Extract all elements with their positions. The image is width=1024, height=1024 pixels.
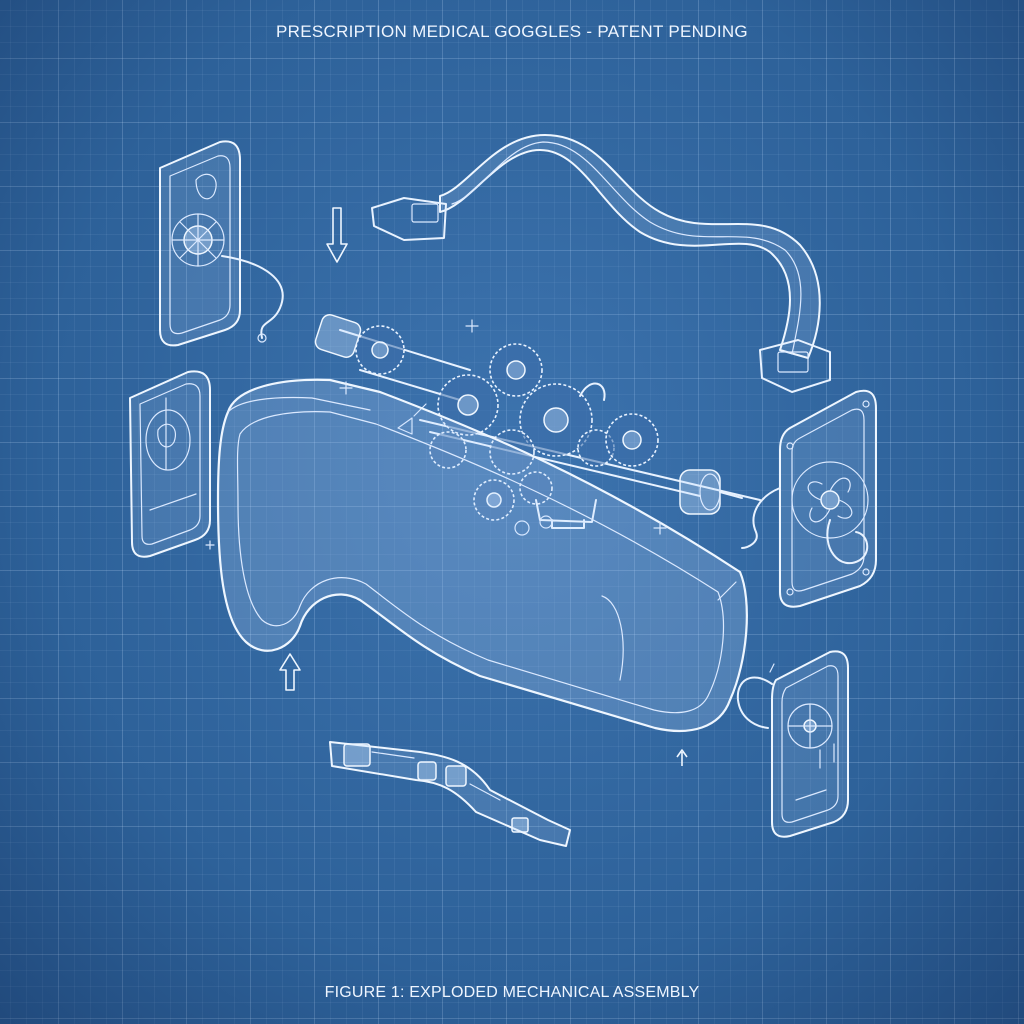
goggle-frame xyxy=(216,378,748,732)
nose-bridge-bar xyxy=(329,741,571,847)
side-panel-upper-left xyxy=(159,140,284,347)
fan-icon xyxy=(791,461,869,539)
strap-buckle-right xyxy=(759,339,831,393)
assembly-arrow-up-left xyxy=(279,653,301,691)
strap-buckle-left xyxy=(371,197,447,241)
head-strap xyxy=(371,134,831,393)
assembly-arrow-down xyxy=(326,207,348,263)
reference-markers xyxy=(339,319,667,535)
gear-assembly xyxy=(314,314,761,536)
figure-caption: FIGURE 1: EXPLODED MECHANICAL ASSEMBLY xyxy=(324,984,700,1001)
assembly-arrow-up-right xyxy=(676,749,688,766)
drive-motor-cylinder xyxy=(314,314,362,358)
side-panel-lower-right xyxy=(736,650,849,838)
page-title: PRESCRIPTION MEDICAL GOGGLES - PATENT PE… xyxy=(276,22,748,41)
side-panel-left xyxy=(129,370,215,558)
side-fan-module-right xyxy=(741,389,877,608)
